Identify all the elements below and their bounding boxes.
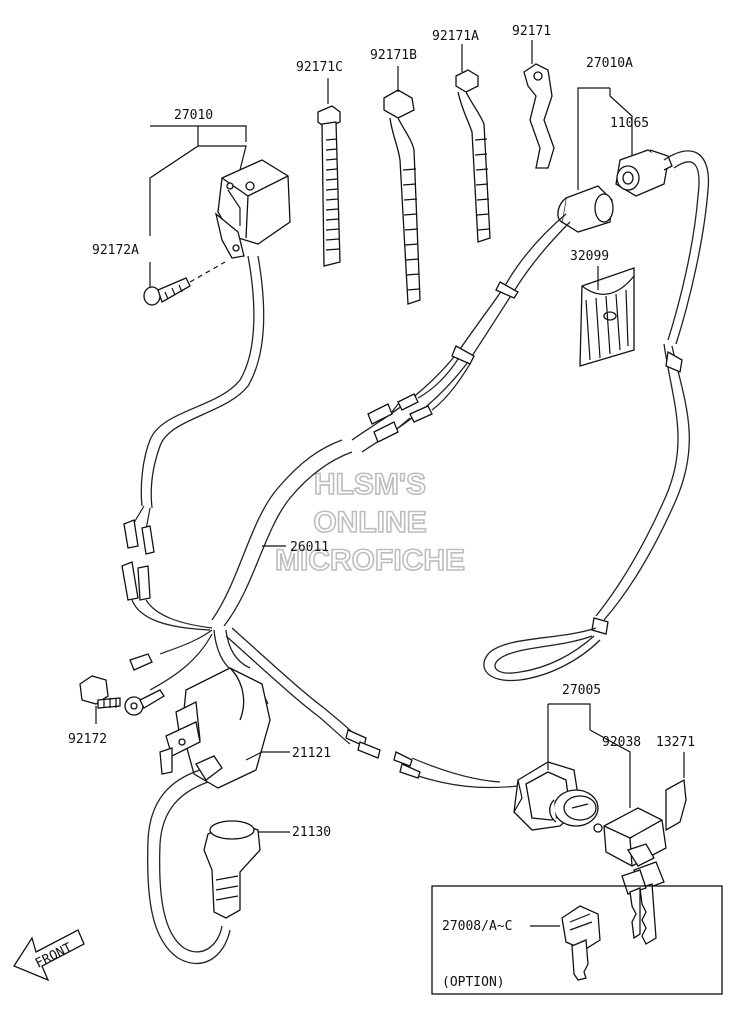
label-27010[interactable]: 27010 [174, 108, 213, 123]
leader-lines [95, 40, 685, 927]
label-92171A[interactable]: 92171A [432, 29, 479, 44]
label-21130[interactable]: 21130 [292, 825, 331, 840]
label-27010A[interactable]: 27010A [586, 56, 633, 71]
watermark-line-3: MICROFICHE [275, 544, 465, 577]
label-92172[interactable]: 92172 [68, 732, 107, 747]
label-13271[interactable]: 13271 [656, 735, 695, 750]
watermark-line-2: ONLINE [313, 506, 426, 539]
stop-switch-27010[interactable] [214, 159, 291, 259]
screw-92172A[interactable] [143, 261, 226, 306]
bolt-92172[interactable] [79, 675, 121, 709]
label-92171B[interactable]: 92171B [370, 48, 417, 63]
cable-tie-92171B[interactable] [383, 89, 421, 305]
spark-plug-cap-21130[interactable] [203, 820, 261, 919]
option-box: (OPTION) [431, 885, 723, 995]
label-27008[interactable]: 27008/A~C [442, 919, 512, 934]
high-tension-lead [147, 769, 231, 965]
part-number-labels: 27010 92172A 92171C 92171B 92171A 92171 … [68, 24, 695, 934]
label-92172A[interactable]: 92172A [92, 243, 139, 258]
label-32099[interactable]: 32099 [570, 249, 609, 264]
watermark-line-1: HLSM'S [314, 468, 426, 501]
key-cylinder[interactable] [549, 789, 599, 827]
rubber-sheet-32099[interactable] [579, 267, 635, 367]
label-92171[interactable]: 92171 [512, 24, 551, 39]
wiring-harness-26011[interactable] [121, 150, 710, 789]
watermark: HLSM'S ONLINE MICROFICHE [274, 467, 466, 578]
front-arrow-icon: FRONT [13, 929, 85, 982]
cable-tie-92171A[interactable] [455, 69, 491, 243]
option-caption: (OPTION) [442, 975, 505, 990]
label-27005[interactable]: 27005 [562, 683, 601, 698]
label-26011[interactable]: 26011 [290, 540, 329, 555]
key-cover-92038[interactable] [593, 807, 667, 867]
cable-tie-92171C[interactable] [317, 105, 341, 267]
label-13271[interactable] [665, 778, 687, 832]
option-key[interactable] [561, 905, 601, 981]
label-11065[interactable]: 11065 [610, 116, 649, 131]
cable-tie-92171[interactable] [523, 63, 555, 169]
switch-knob-11065[interactable] [615, 149, 673, 197]
label-21121[interactable]: 21121 [292, 746, 331, 761]
keys[interactable] [621, 843, 665, 945]
main-switch-27010A[interactable] [557, 185, 614, 233]
label-92038[interactable]: 92038 [602, 735, 641, 750]
ignition-coil-21121[interactable] [159, 667, 271, 789]
label-92171C[interactable]: 92171C [296, 60, 343, 75]
